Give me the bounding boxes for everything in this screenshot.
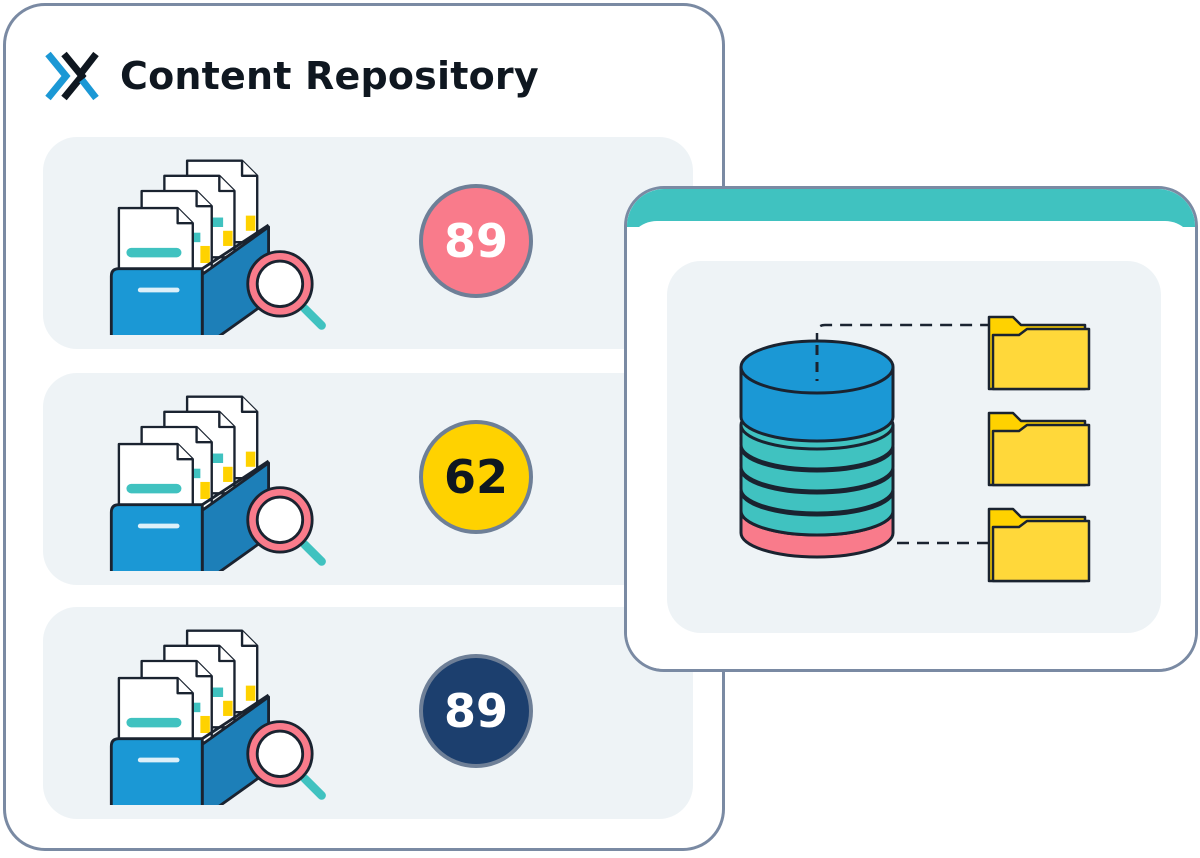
storage-window <box>624 186 1198 672</box>
connector-lines <box>815 323 989 545</box>
repository-row[interactable]: 62 <box>43 373 693 585</box>
file-box-search-icon <box>105 391 345 571</box>
file-box-search-icon <box>105 155 345 335</box>
database-icon <box>739 339 895 559</box>
count-badge: 62 <box>419 420 533 534</box>
repository-row[interactable]: 89 <box>43 137 693 349</box>
count-badge: 89 <box>419 654 533 768</box>
folder-icon <box>987 411 1091 487</box>
window-body <box>627 221 1195 669</box>
database-folders-illustration <box>739 315 1091 583</box>
file-box-search-icon <box>105 625 345 805</box>
count-badge: 89 <box>419 184 533 298</box>
folder-icon <box>987 507 1091 583</box>
page-title: Content Repository <box>120 54 539 98</box>
repository-row[interactable]: 89 <box>43 607 693 819</box>
storage-panel <box>667 261 1161 633</box>
content-repository-card: Content Repository 89 62 89 <box>3 3 725 851</box>
x-logo-icon <box>45 51 99 101</box>
repository-header: Content Repository <box>44 48 539 104</box>
folder-icon <box>987 315 1091 391</box>
window-titlebar <box>627 189 1195 227</box>
